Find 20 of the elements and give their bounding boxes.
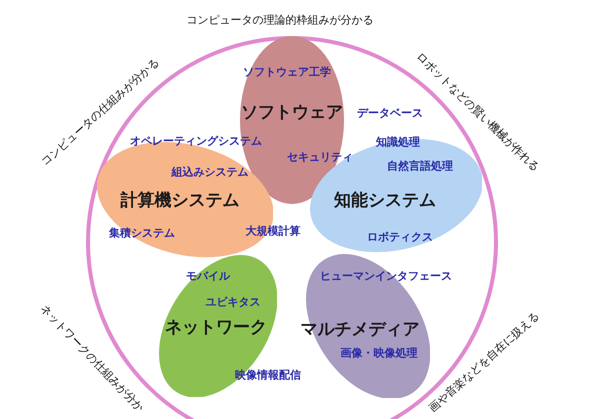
petal-ellipse: [158, 254, 278, 398]
topic-label: 画像・映像処理: [340, 346, 418, 360]
petal-title: ネットワーク: [164, 316, 267, 338]
caption-text: ネットワークの仕組みが分か: [36, 301, 148, 415]
petal-title: マルチメディア: [300, 318, 420, 340]
petal-title: ソフトウェア: [241, 102, 343, 124]
topic-label: データベース: [357, 106, 423, 120]
topic-label: モバイル: [186, 268, 230, 284]
topic-label: ロボティクス: [367, 230, 433, 244]
topic-label: 組込みシステム: [172, 164, 248, 180]
topic-label: 集積システム: [109, 226, 175, 240]
caption-text: コンピュータの理論的枠組みが分かる: [186, 12, 374, 28]
topic-label: 大規模計算: [246, 224, 300, 238]
topic-label: 自然言語処理: [387, 158, 453, 174]
topic-label: ソフトウェア工学: [243, 64, 331, 80]
petal-title: 計算機システム: [120, 189, 240, 212]
topic-label: ユビキタス: [206, 294, 260, 310]
petal-title: 知能システム: [334, 189, 436, 212]
topic-label: 知識処理: [376, 134, 420, 150]
caption-text: 画や音楽などを自在に扱える: [426, 308, 542, 416]
